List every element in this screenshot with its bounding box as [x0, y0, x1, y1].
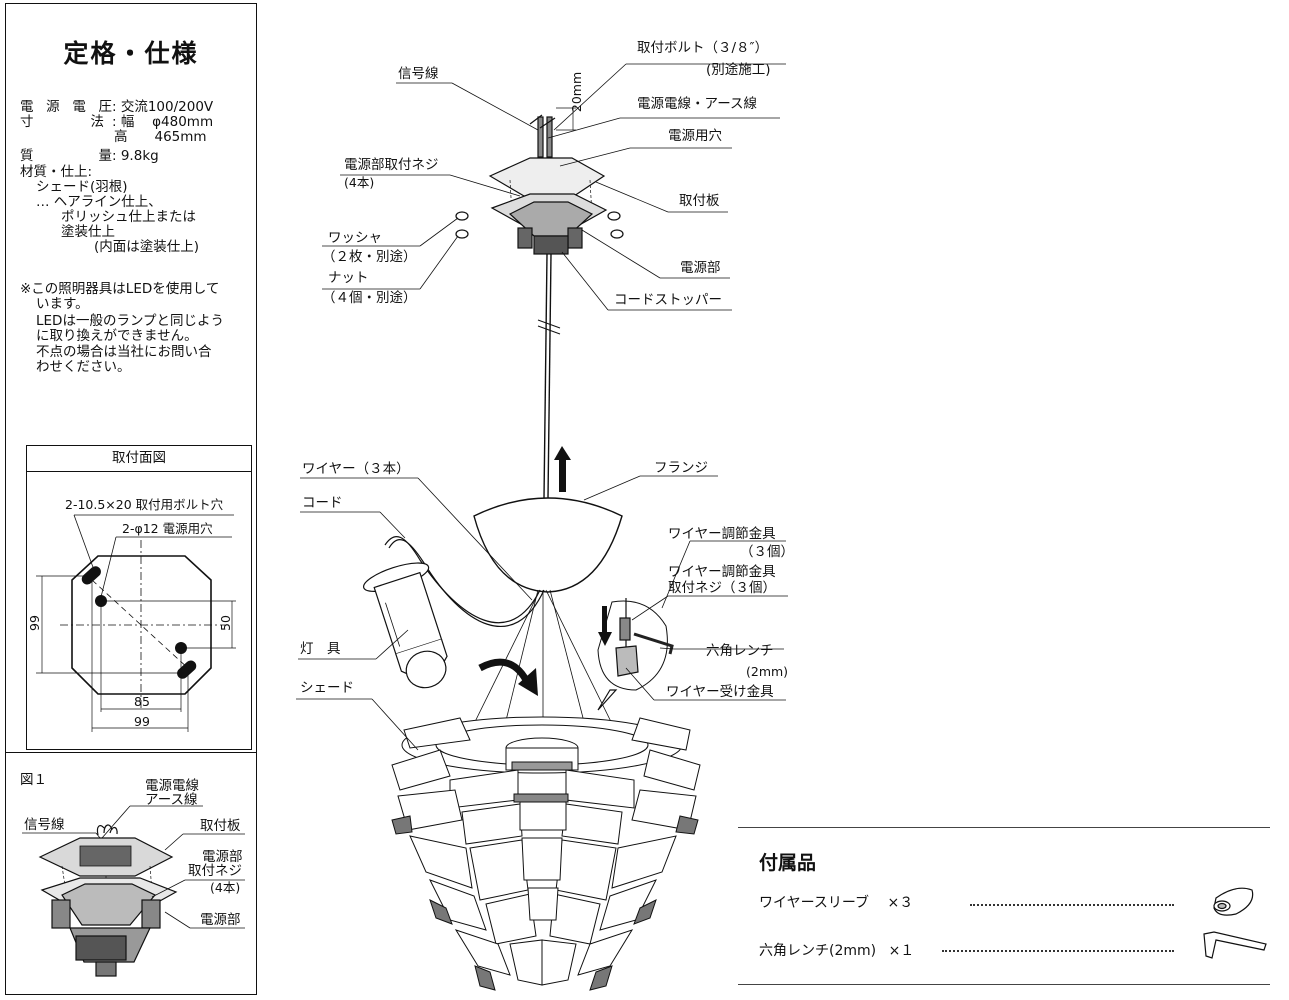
power-earth-label: 電源電線・アース線	[637, 96, 758, 112]
adjuster-screw-sub-label: 取付ネジ（３個）	[668, 580, 776, 596]
fig1-screw-1: 電源部	[202, 849, 243, 865]
power-hole-label-main: 電源用穴	[668, 128, 722, 144]
power-unit-label: 電源部	[680, 260, 721, 276]
accessory-item: 六角レンチ(2mm) ×１	[759, 940, 914, 960]
accessory-item: ワイヤースリーブ ×３	[759, 892, 913, 912]
fig1-divider	[5, 752, 257, 753]
led-note-line: 不点の場合は当社にお問い合	[36, 344, 212, 360]
adjuster-sub-label: （３個）	[740, 544, 794, 560]
bolt-hole-label: 2-10.5×20 取付用ボルト穴	[65, 497, 224, 512]
washer-sub-label: （２枚・別途）	[322, 249, 417, 265]
material-line: (内面は塗装仕上)	[94, 239, 200, 255]
shade-label: シェード	[300, 680, 354, 696]
spec-row-material: 材質・仕上:	[20, 164, 93, 180]
material-line: ポリッシュ仕上または	[61, 209, 196, 225]
ceiling-mount-drawing	[455, 107, 624, 499]
accessory-name: ワイヤースリーブ	[759, 895, 870, 911]
lower-leaders	[296, 475, 788, 751]
spec-panel: 定格・仕様 電源電圧: 交流100/200V 寸法: 幅 φ480mm 高 46…	[5, 3, 257, 995]
pendant-drawing	[363, 497, 623, 756]
fig1-title: 図１	[20, 772, 47, 788]
led-note-line: います。	[36, 296, 89, 312]
cord-label: コード	[302, 495, 343, 511]
nut-label: ナット	[328, 270, 369, 286]
adjuster-screw-label: ワイヤー調節金具	[668, 564, 776, 580]
dotted-leader	[970, 904, 1174, 906]
spec-row-size: 寸法: 幅 φ480mm	[20, 114, 214, 130]
accessories-title: 付属品	[759, 852, 817, 874]
wire-adjuster-detail	[597, 598, 674, 711]
accessories-box: 付属品 ワイヤースリーブ ×３ 六角レンチ(2mm) ×１	[738, 827, 1270, 985]
hex-wrench-sub-label: (2mm)	[746, 664, 789, 679]
material-line: 塗装仕上	[61, 224, 115, 240]
fig1-screw-3: (4本)	[210, 880, 241, 895]
accessory-qty: ×１	[888, 943, 915, 959]
screw-sub-label: (4本)	[344, 175, 375, 190]
signal-wire-label: 信号線	[398, 66, 439, 82]
adjuster-label: ワイヤー調節金具	[668, 526, 776, 542]
dim-50: 50	[217, 615, 233, 631]
fig1-mount-plate: 取付板	[200, 818, 241, 834]
shade-drawing	[391, 716, 701, 991]
material-line: シェード(羽根)	[36, 179, 128, 195]
washer-label: ワッシャ	[328, 230, 382, 246]
mount-plate-label: 取付板	[679, 193, 720, 209]
hex-wrench-icon	[1203, 931, 1267, 959]
mount-plate-drawing	[36, 514, 236, 732]
main-leaders	[322, 63, 786, 311]
hex-wrench-label: 六角レンチ	[706, 643, 774, 659]
wire-sleeve-icon	[1213, 887, 1254, 916]
accessory-name: 六角レンチ(2mm)	[759, 943, 877, 959]
power-hole-label: 2-φ12 電源用穴	[122, 521, 213, 536]
spec-row-voltage: 電源電圧: 交流100/200V	[20, 99, 214, 115]
fig1-screw-2: 取付ネジ	[188, 863, 242, 879]
accessory-qty: ×３	[887, 895, 914, 911]
dim-99-vertical: 99	[26, 615, 42, 631]
dim-20mm: 20mm	[569, 71, 585, 113]
bolt-label: 取付ボルト（３/８″）	[637, 40, 769, 56]
led-note-line: に取り換えができません。	[36, 328, 198, 344]
spec-title: 定格・仕様	[63, 39, 199, 68]
material-line: … ヘアライン仕上、	[36, 194, 162, 210]
wire-receiver-label: ワイヤー受け金具	[666, 684, 774, 700]
led-note-line: わせください。	[36, 359, 131, 375]
led-note-line: ※この照明器具はLEDを使用して	[20, 281, 220, 297]
fig1-power-unit: 電源部	[200, 912, 241, 928]
lamp-label: 灯 具	[300, 641, 341, 657]
fig1-drawing	[22, 805, 245, 977]
led-note-line: LEDは一般のランプと同じよう	[36, 313, 225, 329]
fig1-earth-wire: アース線	[145, 792, 198, 808]
mount-surface-title: 取付面図	[27, 446, 251, 472]
bolt-sub-label: (別途施工)	[706, 62, 771, 78]
dim-85: 85	[134, 694, 150, 709]
spec-row-mass: 質量: 9.8kg	[20, 148, 159, 164]
flange-label: フランジ	[654, 460, 708, 476]
dim-99-horizontal: 99	[134, 714, 150, 729]
screw-label: 電源部取付ネジ	[344, 157, 439, 173]
wire-label: ワイヤー（３本）	[302, 461, 410, 477]
fig1-power-wire: 電源電線	[145, 778, 199, 794]
spec-row-height: 高 465mm	[114, 129, 207, 145]
up-arrow-icon	[554, 446, 571, 492]
fig1-signal-wire: 信号線	[24, 817, 65, 833]
nut-sub-label: （４個・別途）	[322, 290, 417, 306]
mount-surface-box: 取付面図	[26, 445, 252, 750]
dotted-leader	[942, 950, 1174, 952]
cord-stopper-label: コードストッパー	[614, 292, 722, 308]
